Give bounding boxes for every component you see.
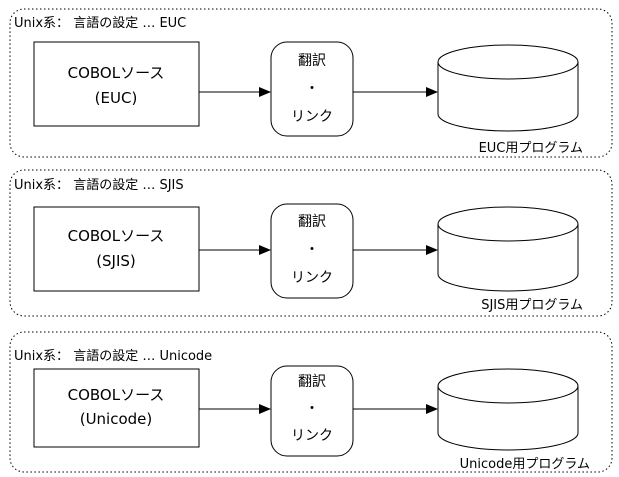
compile-link-box (270, 365, 354, 457)
source-label: COBOLソース (68, 227, 165, 245)
source-box (33, 368, 200, 448)
panel-border (9, 8, 613, 158)
source-box (33, 41, 200, 127)
output-label: Unicode用プログラム (460, 457, 590, 472)
step-label-compile: 翻訳 (298, 374, 326, 390)
source-label: COBOLソース (68, 386, 165, 404)
step-label-link: リンク (291, 270, 333, 286)
source-encoding: (EUC) (95, 89, 138, 107)
step-label-link: リンク (291, 109, 333, 125)
output-label: SJIS用プログラム (481, 298, 583, 313)
step-label-dot: ・ (305, 81, 319, 97)
panel-title: Unix系： 言語の設定 … SJIS (14, 177, 184, 193)
source-encoding: (SJIS) (96, 252, 136, 270)
panel-euc: Unix系： 言語の設定 … EUC COBOLソース (EUC) 翻訳 ・ リ… (9, 8, 613, 158)
program-cylinder (437, 368, 579, 451)
compile-link-box (270, 41, 354, 137)
step-label-compile: 翻訳 (298, 214, 326, 230)
panel-title: Unix系： 言語の設定 … EUC (14, 15, 186, 31)
output-label: EUC用プログラム (479, 141, 583, 156)
source-encoding: (Unicode) (80, 410, 153, 428)
program-cylinder (437, 206, 579, 292)
panel-unicode: Unix系： 言語の設定 … Unicode COBOLソース (Unicode… (9, 331, 613, 473)
step-label-compile: 翻訳 (298, 53, 326, 69)
source-box (33, 206, 200, 292)
program-cylinder (437, 44, 579, 132)
step-label-link: リンク (291, 428, 333, 444)
step-label-dot: ・ (305, 401, 319, 417)
panel-title: Unix系： 言語の設定 … Unicode (14, 348, 212, 364)
source-label: COBOLソース (68, 64, 165, 82)
panel-sjis: Unix系： 言語の設定 … SJIS COBOLソース (SJIS) 翻訳 ・… (9, 169, 613, 317)
step-label-dot: ・ (305, 242, 319, 258)
panel-border (9, 331, 613, 473)
compile-link-box (270, 203, 354, 299)
